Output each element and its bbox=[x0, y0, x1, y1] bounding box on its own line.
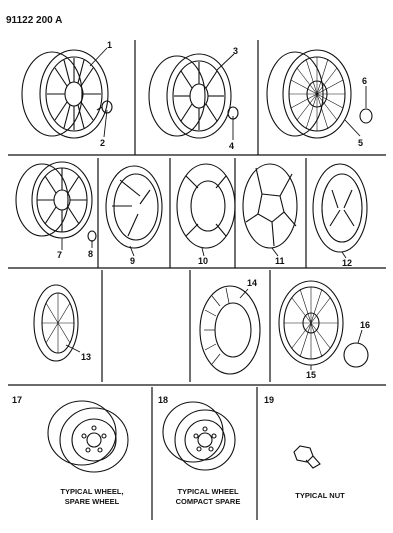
callout-6: 6 bbox=[362, 76, 367, 86]
compact-spare-18-drawing bbox=[162, 401, 236, 471]
callout-14: 14 bbox=[247, 278, 257, 288]
callout-18: 18 bbox=[158, 395, 168, 405]
callout-7: 7 bbox=[57, 250, 62, 260]
cover-9-drawing bbox=[105, 165, 163, 249]
grid-lines bbox=[8, 40, 386, 520]
cover-10-drawing bbox=[176, 163, 236, 249]
leader-lines bbox=[61, 47, 367, 370]
wheel-7-drawing bbox=[15, 161, 93, 239]
callout-19: 19 bbox=[264, 395, 274, 405]
diagram-code: 91122 200 A bbox=[6, 15, 62, 26]
caption-typical-wheel-line1: TYPICAL WHEEL, bbox=[60, 487, 123, 496]
callout-12: 12 bbox=[342, 258, 352, 268]
center-cap-6-drawing bbox=[359, 108, 373, 124]
cover-14-drawing bbox=[199, 285, 261, 375]
cover-12-drawing bbox=[312, 163, 368, 253]
callout-2: 2 bbox=[100, 138, 105, 148]
caption-typical-nut: TYPICAL NUT bbox=[295, 491, 345, 500]
callout-16: 16 bbox=[360, 320, 370, 330]
callout-11: 11 bbox=[275, 256, 285, 266]
callout-10: 10 bbox=[198, 256, 208, 266]
wheel-1-drawing bbox=[21, 49, 109, 139]
callout-15: 15 bbox=[306, 370, 316, 380]
callout-1: 1 bbox=[107, 40, 112, 50]
callout-13: 13 bbox=[81, 352, 91, 362]
callout-9: 9 bbox=[130, 256, 135, 266]
captions: TYPICAL WHEEL, SPARE WHEEL TYPICAL WHEEL… bbox=[60, 487, 345, 506]
valve-8-drawing bbox=[87, 230, 97, 242]
callout-3: 3 bbox=[233, 46, 238, 56]
wheel-5-drawing bbox=[266, 49, 352, 139]
wire-cover-15-drawing bbox=[278, 280, 344, 366]
caption-compact-spare-line2: COMPACT SPARE bbox=[176, 497, 241, 506]
callout-4: 4 bbox=[229, 141, 234, 151]
steel-wheel-17-drawing bbox=[47, 400, 129, 473]
callout-8: 8 bbox=[88, 249, 93, 259]
cover-13-drawing bbox=[33, 284, 79, 362]
center-cap-16-drawing bbox=[343, 342, 369, 368]
lug-nut-19-drawing bbox=[293, 445, 321, 469]
wheel-3-drawing bbox=[148, 53, 232, 139]
callout-numbers: 1 2 3 4 5 6 7 8 9 10 11 12 13 14 15 16 1… bbox=[12, 40, 370, 405]
caption-compact-spare-line1: TYPICAL WHEEL bbox=[177, 487, 239, 496]
callout-17: 17 bbox=[12, 395, 22, 405]
cover-11-drawing bbox=[242, 163, 298, 249]
caption-typical-wheel-line2: SPARE WHEEL bbox=[65, 497, 120, 506]
callout-5: 5 bbox=[358, 138, 363, 148]
